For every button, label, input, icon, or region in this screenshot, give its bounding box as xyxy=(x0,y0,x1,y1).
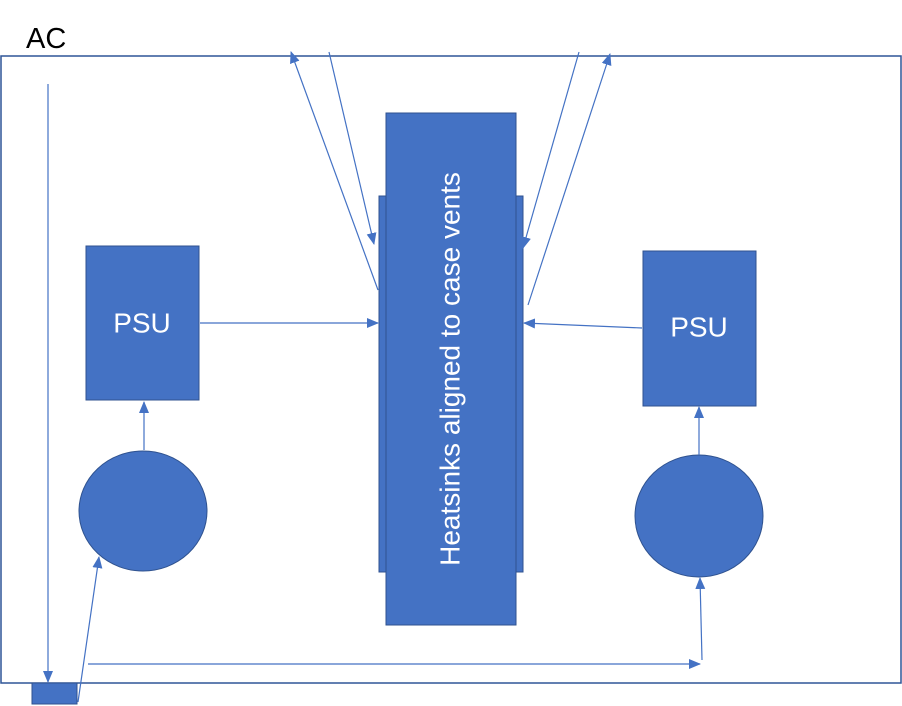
airflow-arrows xyxy=(43,51,706,703)
airflow-arrow-right-psu-to-heatsink xyxy=(523,318,643,329)
psu-left-label: PSU xyxy=(113,307,171,338)
psu-left xyxy=(85,245,200,401)
heatsink-label: Heatsinks aligned to case vents xyxy=(434,172,465,566)
heatsink-front-layer xyxy=(385,112,517,626)
airflow-arrow-to-right-fan xyxy=(695,577,706,661)
air-intake-block xyxy=(31,682,78,705)
airflow-arrow-top-exhaust-right xyxy=(527,53,612,306)
airflow-arrow-to-left-fan xyxy=(77,556,103,703)
psu-right xyxy=(642,250,757,407)
case-frame xyxy=(0,55,902,684)
psu-right-label: PSU xyxy=(670,311,728,342)
ac-label: AC xyxy=(26,23,66,55)
airflow-arrow-top-inlet-right xyxy=(521,51,580,249)
airflow-arrow-top-inlet-left xyxy=(328,51,377,245)
airflow-arrow-top-exhaust-left xyxy=(290,51,379,291)
fan-right xyxy=(634,454,764,578)
fan-left xyxy=(78,450,208,572)
